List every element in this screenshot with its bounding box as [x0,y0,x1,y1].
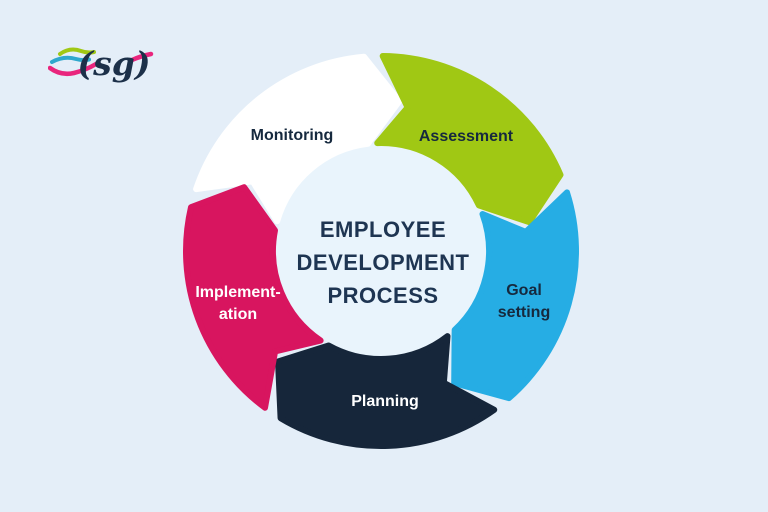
diagram-title-line: DEVELOPMENT [297,250,470,275]
logo-teal-wave [50,55,91,64]
sg-logo-text: (sg) [78,44,151,83]
segment-label-line: Implement- [195,284,280,301]
segment-label-line: Planning [351,393,419,410]
center-disk [276,143,490,357]
segment-label-implementation: Implement-ation [195,284,280,323]
diagram-title-line: PROCESS [327,283,438,308]
segment-label-planning: Planning [351,393,419,410]
segment-label-line: Assessment [419,128,514,145]
segment-planning [275,333,498,449]
segment-implementation [183,184,324,411]
cycle-segments [183,53,579,449]
segment-label-line: setting [498,304,550,321]
segment-label-assessment: Assessment [419,128,514,145]
segment-label-line: Goal [506,282,542,299]
diagram-title-line: EMPLOYEE [320,217,446,242]
logo-pink-dash [129,51,154,63]
segment-label-line: ation [219,306,257,323]
segment-monitoring [193,53,403,225]
segment-label-goal-setting: Goal setting [498,282,550,321]
segment-goal-setting [451,189,579,402]
logo-pink-wave [48,61,99,77]
logo-green-wave [58,47,96,56]
segment-assessment [374,53,564,226]
segment-label-monitoring: Monitoring [251,127,334,144]
sg-logo: (sg) [48,44,154,83]
diagram-title: EMPLOYEE DEVELOPMENT PROCESS [297,217,470,308]
segment-label-line: Monitoring [251,127,334,144]
